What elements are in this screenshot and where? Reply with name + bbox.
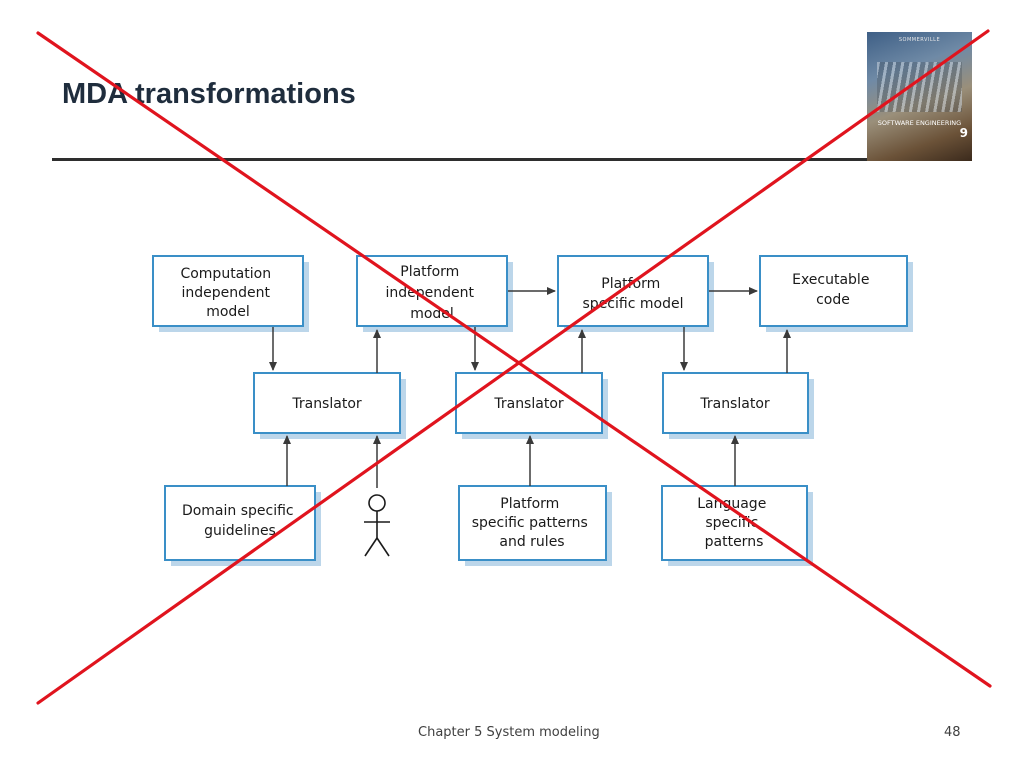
page-number: 48: [944, 725, 961, 740]
platform-patterns-line-3: and rules: [499, 534, 564, 550]
title-divider: [52, 158, 870, 161]
translator-box-1: Translator: [253, 372, 406, 439]
translator-box-2: Translator: [455, 372, 608, 439]
slide-footer: Chapter 5 System modeling: [418, 725, 600, 740]
translator-1-label: Translator: [291, 396, 362, 412]
book-cover-title: SOFTWARE ENGINEERING: [877, 119, 962, 127]
platform-patterns-box: Platform specific patterns and rules: [458, 485, 612, 566]
cim-label-line-2: independent: [182, 285, 271, 301]
platform-patterns-line-2: specific patterns: [472, 515, 588, 531]
domain-guidelines-box: Domain specific guidelines: [164, 485, 321, 566]
svg-text:Executable code: Executable code: [792, 272, 874, 308]
pim-label-line-2: independent: [386, 285, 475, 301]
platform-patterns-line-1: Platform: [500, 496, 559, 512]
cross-out-mark-icon: [36, 29, 992, 705]
svg-text:Platform specific patter: Platform specific patterns and rules: [472, 496, 593, 550]
exec-label-line-1: Executable: [792, 272, 869, 288]
exec-label-line-2: code: [816, 292, 850, 308]
domain-label-line-1: Domain specific: [182, 503, 294, 519]
language-patterns-box: Language specific patterns: [661, 485, 813, 566]
svg-text:Computation independent: Computation independent model: [180, 266, 275, 320]
svg-text:Domain specific guidelin: Domain specific guidelines: [182, 503, 298, 539]
psm-label-line-2: specific model: [583, 296, 684, 312]
pim-label-line-1: Platform: [400, 264, 459, 280]
translator-box-3: Translator: [662, 372, 814, 439]
translator-3-label: Translator: [699, 396, 770, 412]
book-cover-author: SOMMERVILLE: [898, 37, 941, 43]
book-cover-building-graphic: [877, 62, 962, 112]
svg-text:Language specific: Language specific patterns: [697, 496, 771, 550]
language-patterns-line-3: patterns: [705, 534, 764, 550]
cim-box: Computation independent model: [152, 255, 309, 332]
svg-text:Platform independent: Platform independent model: [386, 264, 479, 322]
domain-label-line-2: guidelines: [204, 523, 276, 539]
psm-box: Platform specific model: [557, 255, 714, 332]
language-patterns-line-1: Language: [697, 496, 766, 512]
actor-stick-figure-icon: [364, 494, 390, 557]
cim-label-line-1: Computation: [180, 266, 271, 282]
executable-code-box: Executable code: [759, 255, 913, 332]
book-cover-edition: 9: [959, 126, 968, 140]
translator-2-label: Translator: [493, 396, 564, 412]
cim-label-line-3: model: [206, 304, 250, 320]
